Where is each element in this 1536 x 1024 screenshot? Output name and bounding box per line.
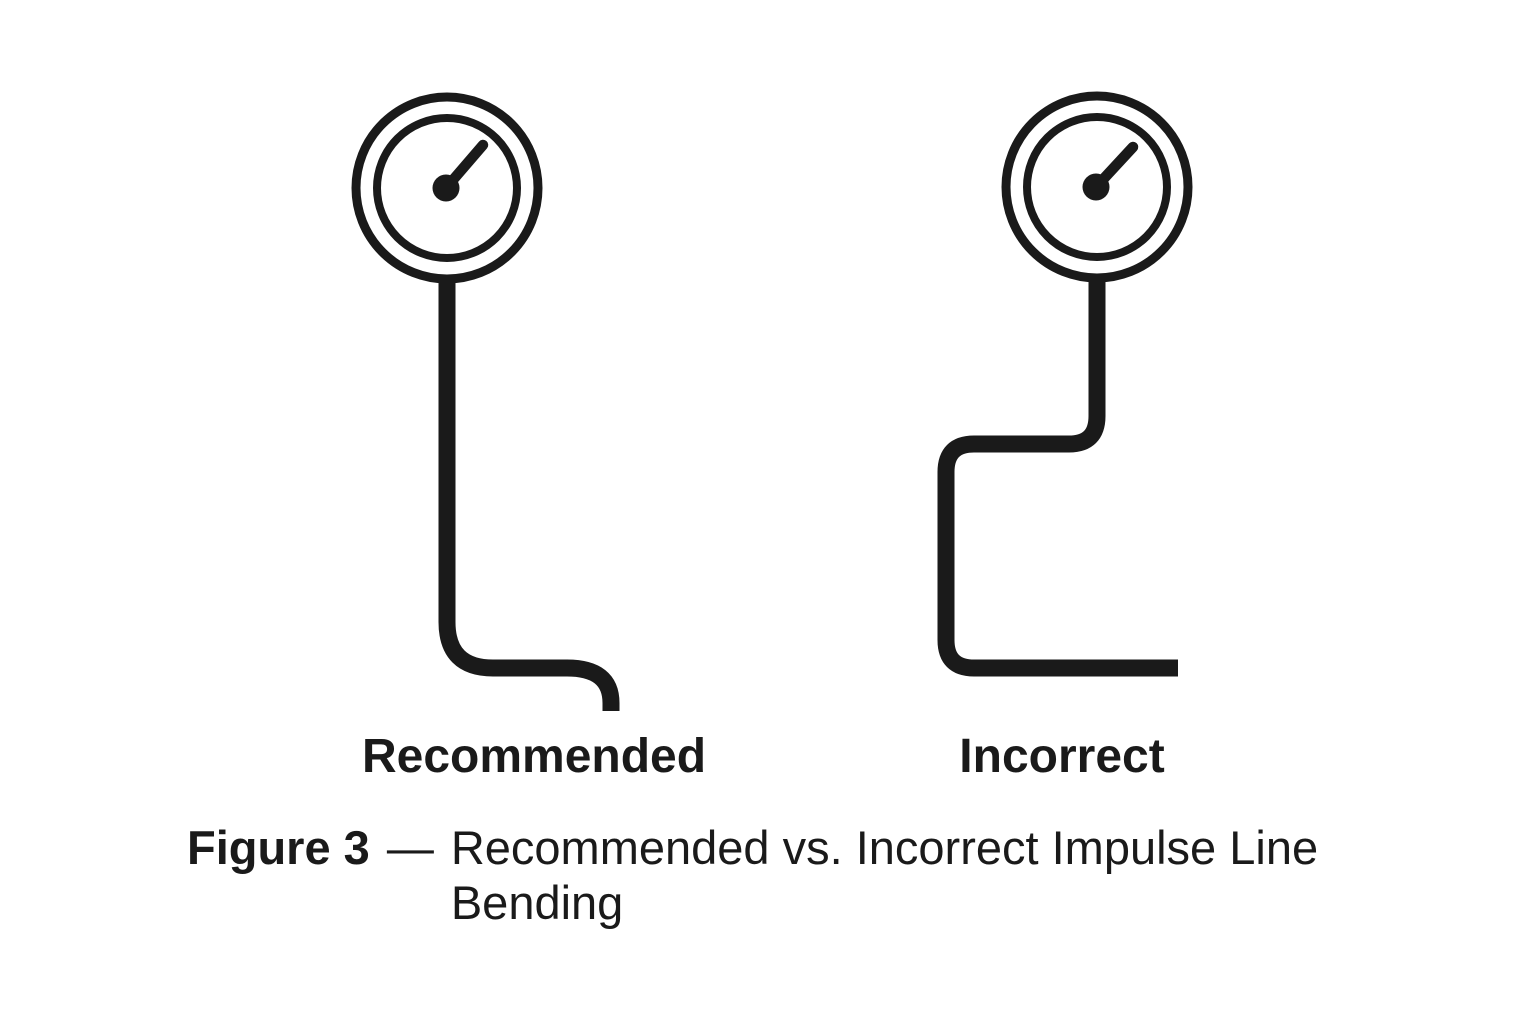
figure-caption-label: Figure 3: [187, 821, 370, 874]
impulse-line-smooth-bend: [438, 278, 620, 711]
impulse-line-stepped-bends: [937, 278, 1178, 677]
gauge-dial: [1023, 113, 1171, 261]
figure-caption-text: Recommended vs. Incorrect Impulse Line B…: [450, 821, 1319, 930]
pressure-gauge-icon: [1001, 91, 1193, 283]
gauge-hub: [432, 174, 460, 202]
incorrect-diagram: [937, 91, 1193, 677]
gauge-dial: [373, 114, 521, 262]
recommended-label: Recommended: [361, 730, 707, 783]
figure-caption-separator: —: [386, 821, 434, 874]
figure-caption: Figure 3 — Recommended vs. Incorrect Imp…: [187, 820, 1356, 931]
pressure-gauge-icon: [351, 92, 543, 284]
recommended-diagram: [351, 92, 620, 711]
gauge-hub: [1082, 173, 1110, 201]
incorrect-label: Incorrect: [959, 730, 1165, 783]
